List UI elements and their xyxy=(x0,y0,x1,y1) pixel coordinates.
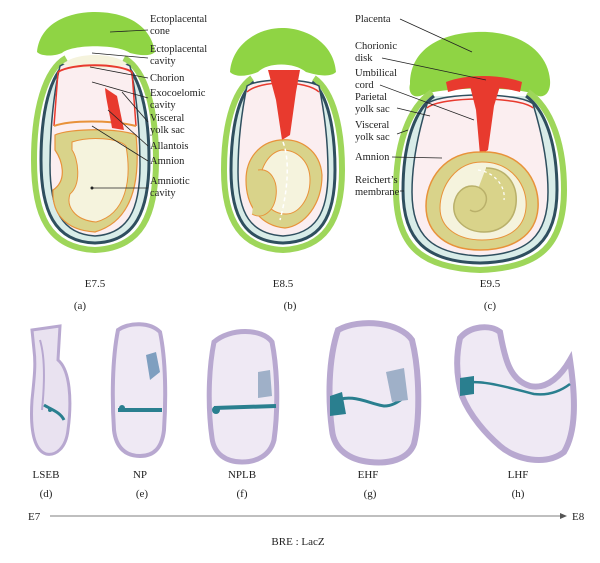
panel-letter-a: (a) xyxy=(74,300,87,312)
section-label-e: NP xyxy=(133,469,147,481)
label-amnion-a: Amnion xyxy=(150,156,185,167)
panel-c-labels: Placenta Chorionic disk Umbilical cord P… xyxy=(355,14,487,198)
section-letter-f: (f) xyxy=(237,488,248,500)
panel-c-diagram xyxy=(392,31,568,274)
section-label-d: LSEB xyxy=(33,469,60,481)
section-image-d xyxy=(30,324,72,456)
chorion xyxy=(57,64,133,73)
label-visceral-yolk-sac-a-1: Visceral xyxy=(150,113,184,124)
label-chorionic-disk-2: disk xyxy=(355,53,373,64)
stage-label-c: E9.5 xyxy=(480,278,501,290)
panel-b-diagram xyxy=(220,28,346,254)
allantois-b xyxy=(268,70,300,140)
label-ectoplacental-cone-2: cone xyxy=(150,26,170,37)
section-label-g: EHF xyxy=(358,469,379,481)
section-label-f: NPLB xyxy=(228,469,256,481)
label-ectoplacental-cone-1: Ectoplacental xyxy=(150,14,207,25)
chorionic-disk xyxy=(446,76,522,92)
label-placenta: Placenta xyxy=(355,14,391,25)
allantois xyxy=(105,88,124,130)
umbilical-cord xyxy=(470,86,500,155)
label-amniotic-cavity-2: cavity xyxy=(150,188,176,199)
label-reicherts-membrane-2: membrane xyxy=(355,187,400,198)
timeline-arrowhead xyxy=(560,513,567,519)
panel-letter-b: (b) xyxy=(284,300,297,312)
label-ectoplacental-cavity-2: cavity xyxy=(150,56,176,67)
stage-label-a: E7.5 xyxy=(85,278,106,290)
label-chorion: Chorion xyxy=(150,73,185,84)
label-allantois: Allantois xyxy=(150,141,189,152)
timeline-end: E8 xyxy=(572,511,585,523)
section-image-g xyxy=(326,320,422,466)
label-visceral-yolk-sac-a-2: yolk sac xyxy=(150,125,185,136)
ectoplacental-cone xyxy=(37,12,155,56)
parietal-layer-c xyxy=(392,89,568,274)
embryo-e9-5 xyxy=(453,167,517,233)
parietal-layer xyxy=(30,55,160,254)
section-image-h xyxy=(454,324,577,463)
label-umbilical-cord-2: cord xyxy=(355,80,374,91)
amnion-line xyxy=(53,120,137,127)
label-exocoelomic-cavity-2: cavity xyxy=(150,100,176,111)
ectoplacental-cone-b xyxy=(230,28,336,76)
label-visceral-yolk-sac-c-2: yolk sac xyxy=(355,132,390,143)
timeline-start: E7 xyxy=(28,511,41,523)
parietal-layer-b xyxy=(220,75,346,254)
label-exocoelomic-cavity-1: Exocoelomic xyxy=(150,88,206,99)
panel-letter-c: (c) xyxy=(484,300,497,312)
label-chorionic-disk-1: Chorionic xyxy=(355,41,397,52)
panel-a-labels: Ectoplacental cone Ectoplacental cavity … xyxy=(89,14,207,199)
section-letter-h: (h) xyxy=(512,488,525,500)
section-letter-g: (g) xyxy=(364,488,377,500)
stage-label-b: E8.5 xyxy=(273,278,294,290)
panel-a-diagram xyxy=(30,12,160,254)
label-parietal-yolk-sac-1: Parietal xyxy=(355,92,387,103)
section-label-h: LHF xyxy=(508,469,529,481)
label-amnion-c: Amnion xyxy=(355,152,390,163)
section-letter-d: (d) xyxy=(40,488,53,500)
label-amniotic-cavity-1: Amniotic xyxy=(150,176,190,187)
label-parietal-yolk-sac-2: yolk sac xyxy=(355,104,390,115)
section-image-e xyxy=(110,322,168,459)
label-umbilical-cord-1: Umbilical xyxy=(355,68,397,79)
section-letter-e: (e) xyxy=(136,488,149,500)
label-reicherts-membrane-1: Reichert’s xyxy=(355,175,398,186)
label-visceral-yolk-sac-c-1: Visceral xyxy=(355,120,389,131)
label-ectoplacental-cavity-1: Ectoplacental xyxy=(150,44,207,55)
reporter-label: BRE : LacZ xyxy=(271,536,324,548)
amniotic-cavity xyxy=(68,138,129,223)
section-image-f xyxy=(206,329,280,465)
